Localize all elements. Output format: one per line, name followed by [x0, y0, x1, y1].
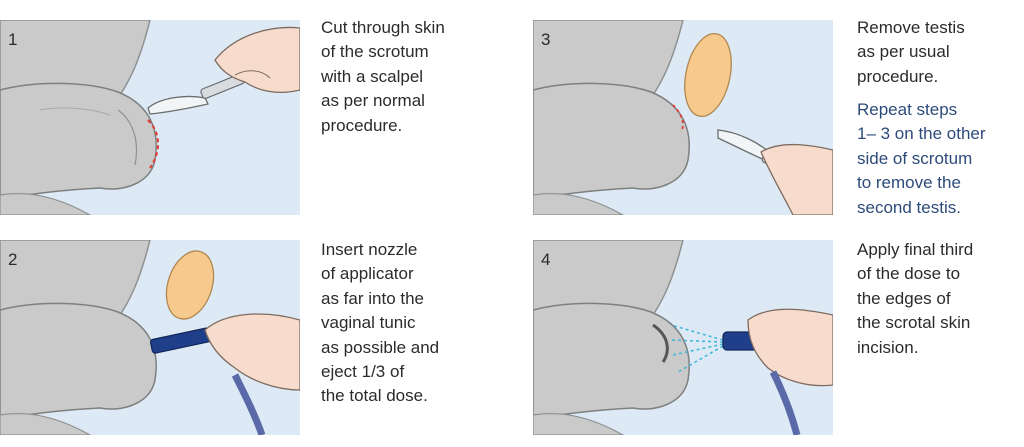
- step-1-drawing: [0, 20, 300, 215]
- step-2-illustration: 2: [0, 240, 300, 435]
- scalpel-icon: [148, 73, 245, 114]
- animal-hindquarters-icon: [0, 20, 156, 215]
- step-3-illustration: 3: [533, 20, 833, 215]
- step-3-repeat-note: Repeat steps 1– 3 on the other side of s…: [857, 98, 986, 220]
- step-1-caption: Cut through skin of the scrotum with a s…: [321, 16, 445, 138]
- applicator-icon: [150, 328, 212, 354]
- testis-icon: [158, 245, 221, 325]
- step-1-number: 1: [8, 30, 17, 50]
- step-2-number: 2: [8, 250, 17, 270]
- testis-icon: [678, 29, 739, 120]
- step-4-illustration: 4: [533, 240, 833, 435]
- step-4-caption: Apply final third of the dose to the edg…: [857, 238, 973, 360]
- animal-hindquarters-icon: [0, 240, 156, 435]
- hand-icon: [748, 309, 833, 385]
- animal-hindquarters-icon: [533, 20, 689, 215]
- tube-icon: [235, 375, 262, 435]
- step-2-caption: Insert nozzle of applicator as far into …: [321, 238, 439, 409]
- hand-icon: [205, 314, 300, 390]
- step-3-drawing: [533, 20, 833, 215]
- step-3-number: 3: [541, 30, 550, 50]
- animal-hindquarters-icon: [533, 240, 689, 435]
- step-4-number: 4: [541, 250, 550, 270]
- hand-icon: [761, 145, 833, 215]
- step-1-illustration: 1: [0, 20, 300, 215]
- step-4-drawing: [533, 240, 833, 435]
- step-3-caption: Remove testis as per usual procedure.: [857, 16, 965, 89]
- step-2-drawing: [0, 240, 300, 435]
